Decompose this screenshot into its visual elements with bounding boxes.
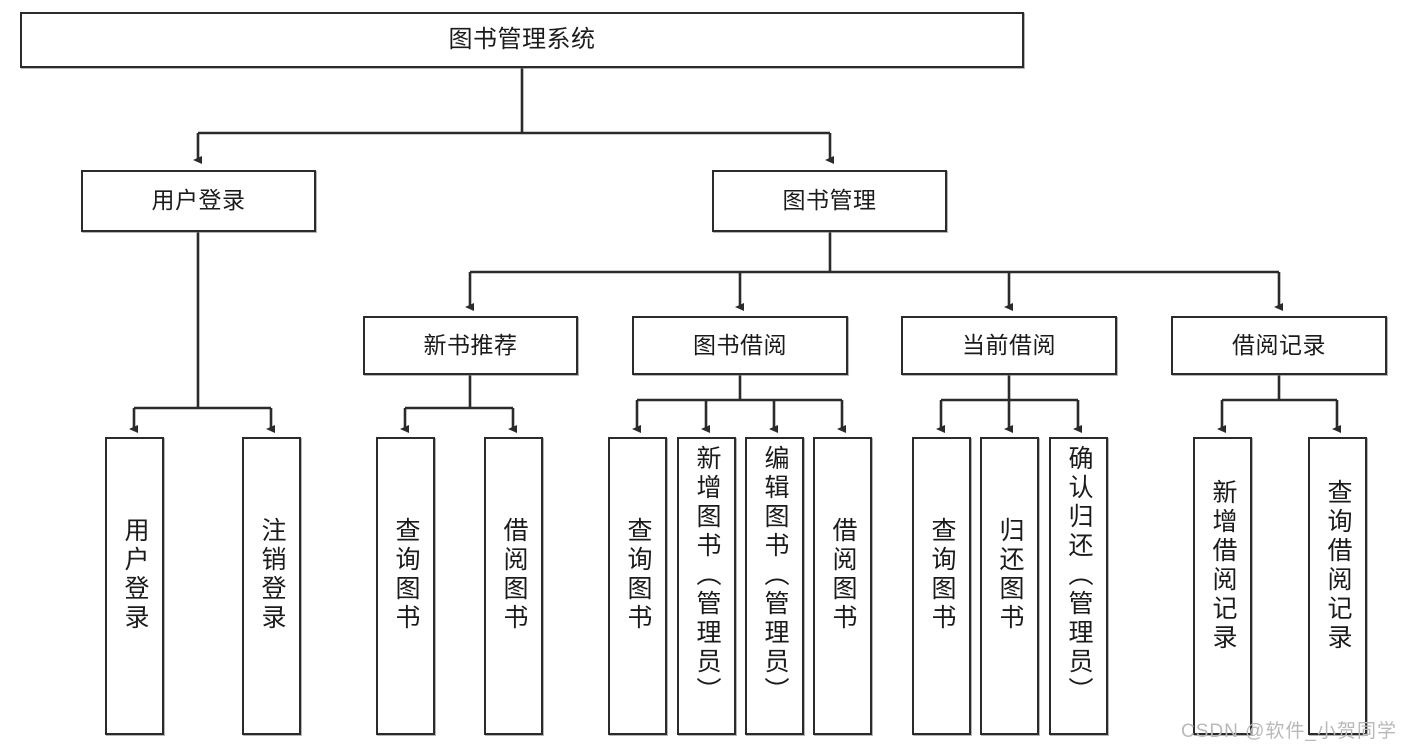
node-label: 借阅记录 [1232, 331, 1326, 358]
node-book-borrow[interactable]: 图书借阅 [632, 316, 848, 375]
node-label: 借阅图书 [500, 517, 528, 633]
node-label: 借阅图书 [829, 517, 857, 633]
leaf-query-book-current[interactable]: 查询图书 [912, 437, 971, 735]
node-book-management[interactable]: 图书管理 [712, 170, 947, 232]
leaf-add-borrow-record[interactable]: 新增借阅记录 [1193, 437, 1252, 735]
leaf-query-book-borrow[interactable]: 查询图书 [608, 437, 667, 735]
leaf-confirm-return-admin[interactable]: 确认归还（管理员） [1049, 437, 1108, 735]
leaf-query-borrow-record[interactable]: 查询借阅记录 [1308, 437, 1367, 735]
csdn-watermark: CSDN @软件_小贺同学 [1181, 721, 1397, 742]
node-current-borrow[interactable]: 当前借阅 [901, 316, 1117, 375]
node-label: 查询图书 [928, 517, 956, 633]
leaf-add-book-admin[interactable]: 新增图书（管理员） [677, 437, 736, 735]
node-label: 查询图书 [392, 517, 420, 633]
leaf-borrow-book-borrow[interactable]: 借阅图书 [813, 437, 872, 735]
leaf-logout[interactable]: 注销登录 [242, 437, 301, 735]
node-label: 用户登录 [151, 187, 246, 214]
node-label: 新增借阅记录 [1209, 479, 1237, 653]
leaf-edit-book-admin[interactable]: 编辑图书（管理员） [745, 437, 804, 735]
leaf-return-book[interactable]: 归还图书 [980, 437, 1039, 735]
node-borrow-record[interactable]: 借阅记录 [1171, 316, 1387, 375]
node-label: 用户登录 [121, 517, 149, 633]
node-label: 注销登录 [258, 517, 286, 633]
node-root-system[interactable]: 图书管理系统 [20, 12, 1024, 68]
node-label: 新增图书（管理员） [693, 445, 721, 706]
node-label: 查询图书 [624, 517, 652, 633]
node-user-login[interactable]: 用户登录 [81, 170, 316, 232]
node-label: 查询借阅记录 [1324, 479, 1352, 653]
node-label: 当前借阅 [962, 331, 1056, 358]
node-label: 图书借阅 [693, 331, 787, 358]
node-label: 归还图书 [996, 517, 1024, 633]
node-label: 编辑图书（管理员） [761, 445, 789, 706]
node-new-book-recommend[interactable]: 新书推荐 [363, 316, 578, 375]
leaf-query-book-recommend[interactable]: 查询图书 [376, 437, 435, 735]
node-label: 确认归还（管理员） [1065, 445, 1093, 706]
leaf-borrow-book-recommend[interactable]: 借阅图书 [484, 437, 543, 735]
node-label: 新书推荐 [423, 331, 518, 358]
node-label: 图书管理系统 [448, 25, 596, 53]
leaf-user-login[interactable]: 用户登录 [105, 437, 164, 735]
node-label: 图书管理 [782, 187, 877, 214]
